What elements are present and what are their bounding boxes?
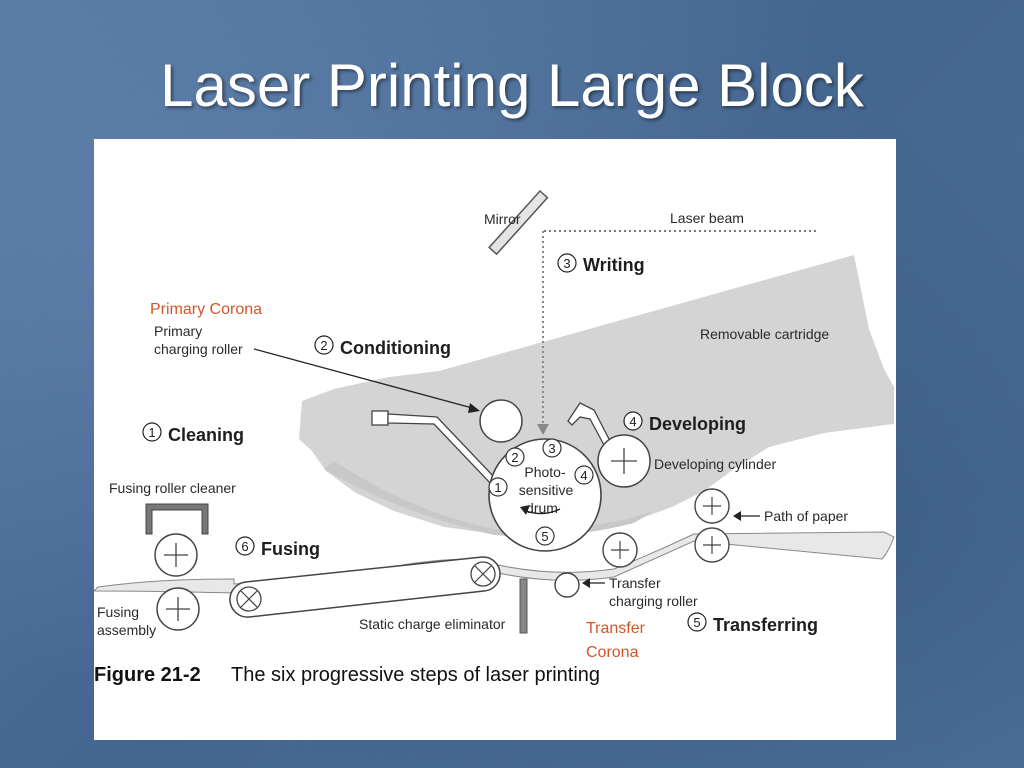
svg-text:2: 2 xyxy=(320,338,327,353)
diagram-canvas: 3 2 1 4 5 Photo- sensitive drum xyxy=(94,189,895,686)
step-conditioning: 2 Conditioning xyxy=(314,335,451,358)
removable-cartridge-shape xyxy=(299,255,894,534)
cleaning-blade-tab xyxy=(371,410,389,426)
svg-text:Cleaning: Cleaning xyxy=(168,425,244,445)
drum-step-5: 5 xyxy=(535,526,555,546)
transfer-corona-label-1: Transfer xyxy=(586,620,646,637)
path-of-paper-pointer-head xyxy=(733,511,741,521)
svg-text:1: 1 xyxy=(494,480,501,495)
svg-text:4: 4 xyxy=(580,468,587,483)
svg-text:Developing: Developing xyxy=(649,414,746,434)
svg-text:Fusing: Fusing xyxy=(261,539,320,559)
cartridge-lower-frame xyxy=(324,461,654,537)
fusing-roller-cleaner-label: Fusing roller cleaner xyxy=(109,480,236,496)
svg-text:Transferring: Transferring xyxy=(713,615,818,635)
primary-charging-roller xyxy=(479,399,523,443)
paper-roller-middle xyxy=(602,532,638,568)
laser-beam-arrowhead xyxy=(537,424,549,435)
paper-roller-upper xyxy=(694,488,730,524)
transfer-roller-pointer-head xyxy=(582,578,590,588)
svg-text:4: 4 xyxy=(629,414,636,429)
drum-label-2: sensitive xyxy=(519,482,574,498)
step-transferring: 5 Transferring xyxy=(687,612,818,635)
paper-roller-lower xyxy=(694,527,730,563)
svg-text:6: 6 xyxy=(241,539,248,554)
svg-text:2: 2 xyxy=(511,450,518,465)
transfer-charging-roller-label-2: charging roller xyxy=(609,593,698,609)
svg-text:5: 5 xyxy=(693,615,700,630)
path-of-paper-label: Path of paper xyxy=(764,508,848,524)
conditioning-pointer-head xyxy=(468,403,480,413)
drum-rotation-arrow xyxy=(525,508,561,515)
laser-beam-label: Laser beam xyxy=(670,210,744,226)
drum-step-3: 3 xyxy=(542,438,562,458)
svg-text:5: 5 xyxy=(541,529,548,544)
svg-text:3: 3 xyxy=(548,441,555,456)
figure-caption: The six progressive steps of laser print… xyxy=(231,664,600,686)
laser-printing-diagram: 3 2 1 4 5 Photo- sensitive drum xyxy=(94,139,896,740)
svg-text:Writing: Writing xyxy=(583,255,645,275)
drum-rotation-arrowhead xyxy=(520,505,530,515)
fusing-assembly-label-1: Fusing xyxy=(97,604,139,620)
drum-step-4: 4 xyxy=(574,465,594,485)
fusing-assembly-label-2: assembly xyxy=(97,622,156,638)
figure-number: Figure 21-2 xyxy=(94,664,201,686)
drum-label-1: Photo- xyxy=(524,464,566,480)
primary-corona-label: Primary Corona xyxy=(150,301,262,318)
fusing-roller-lower xyxy=(156,587,200,631)
svg-text:1: 1 xyxy=(148,425,155,440)
conditioning-pointer xyxy=(253,348,477,410)
step-writing: 3 Writing xyxy=(557,253,645,275)
step-fusing: 6 Fusing xyxy=(235,536,320,559)
drum-step-1: 1 xyxy=(488,477,508,497)
mirror-shape xyxy=(488,189,549,256)
step-cleaning: 1 Cleaning xyxy=(142,422,244,445)
photosensitive-drum xyxy=(488,438,602,552)
svg-text:3: 3 xyxy=(563,256,570,271)
drum-step-2: 2 xyxy=(505,447,525,467)
fusing-belt xyxy=(229,556,501,618)
static-charge-eliminator xyxy=(519,578,528,634)
mirror-label: Mirror xyxy=(484,211,521,227)
removable-cartridge-label: Removable cartridge xyxy=(700,326,829,342)
transfer-charging-roller-label-1: Transfer xyxy=(609,575,661,591)
primary-charging-roller-label-2: charging roller xyxy=(154,341,243,357)
fusing-roller-upper xyxy=(154,533,198,577)
primary-charging-roller-label-1: Primary xyxy=(154,323,202,339)
transfer-charging-roller xyxy=(554,572,580,598)
developing-cylinder xyxy=(597,434,651,488)
developing-cylinder-label: Developing cylinder xyxy=(654,456,777,472)
svg-text:Conditioning: Conditioning xyxy=(340,338,451,358)
static-charge-eliminator-label: Static charge eliminator xyxy=(359,616,506,632)
transfer-corona-label-2: Corona xyxy=(586,644,639,661)
fusing-roller-cleaner xyxy=(145,503,209,535)
step-developing: 4 Developing xyxy=(623,411,746,434)
slide-title: Laser Printing Large Block xyxy=(160,52,864,119)
